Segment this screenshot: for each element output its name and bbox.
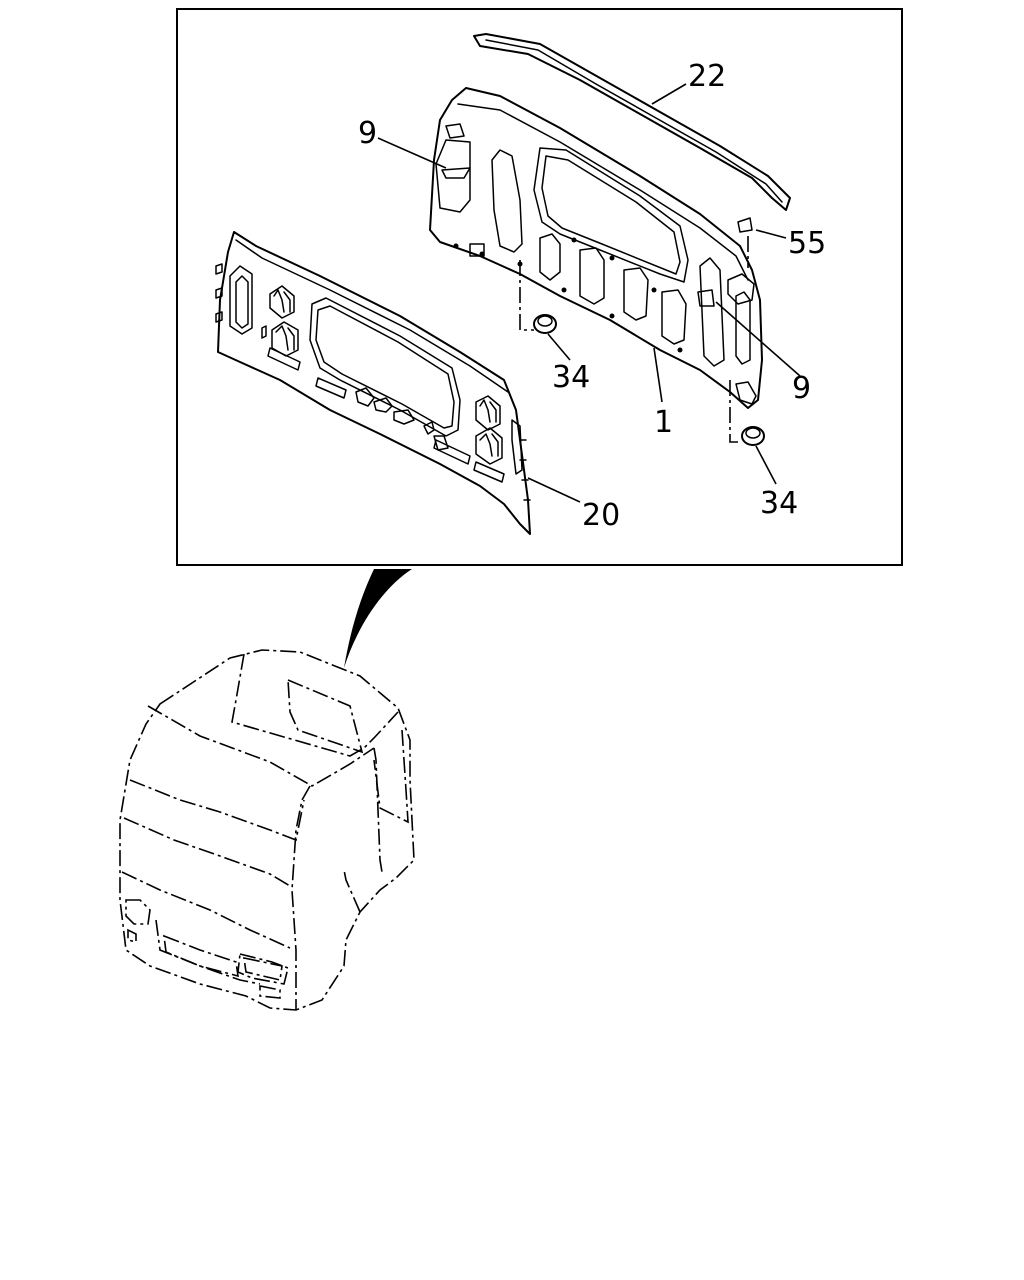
part-55-clip bbox=[737, 217, 753, 233]
part-34-grommet-lower bbox=[741, 426, 765, 446]
callout-20: 20 bbox=[582, 498, 620, 533]
cab-overview bbox=[119, 649, 415, 1011]
part-1-inner-panel bbox=[429, 87, 763, 409]
part-34-grommet-upper bbox=[533, 314, 557, 334]
callout-1: 1 bbox=[654, 405, 673, 440]
callout-34-lower: 34 bbox=[760, 486, 798, 521]
callout-9-upper: 9 bbox=[358, 116, 377, 151]
leader-lines bbox=[377, 83, 801, 503]
part-20-outer-panel bbox=[215, 231, 531, 535]
callout-9-lower: 9 bbox=[792, 371, 811, 406]
detail-frame bbox=[176, 8, 903, 566]
pointer-wedge bbox=[344, 569, 412, 668]
alignment-line-lower bbox=[729, 380, 742, 443]
part-22-seal-strip bbox=[473, 33, 791, 211]
callout-34-upper: 34 bbox=[552, 360, 590, 395]
callout-55: 55 bbox=[788, 226, 826, 261]
callout-22: 22 bbox=[688, 59, 726, 94]
alignment-line-upper bbox=[519, 260, 534, 331]
